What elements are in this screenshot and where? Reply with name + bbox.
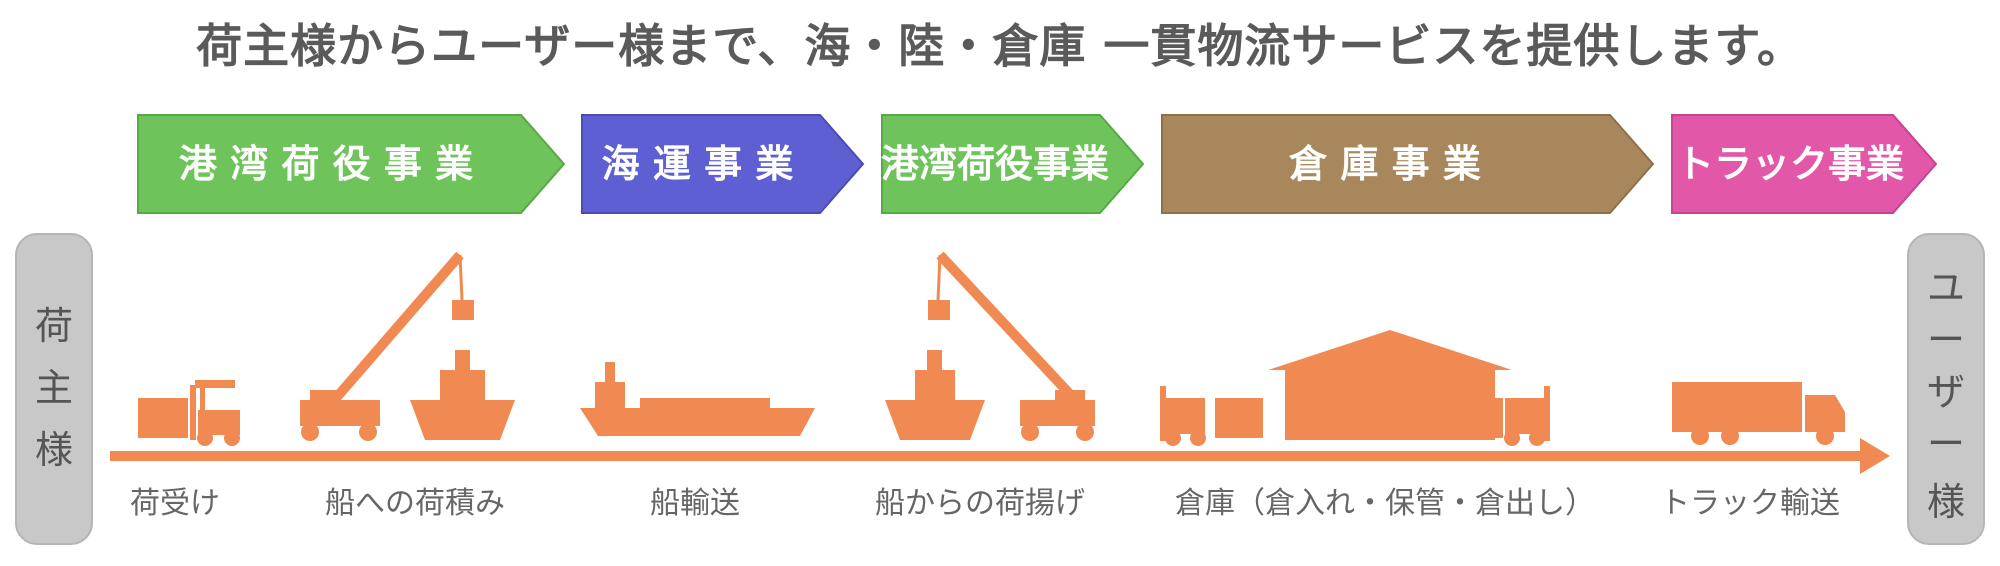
page-title: 荷主様からユーザー様まで、海・陸・倉庫 一貫物流サービスを提供します。 <box>196 19 1804 73</box>
banner-label: 港 湾 荷 役 事 業 <box>178 142 474 186</box>
step-label-unloading: 船からの荷揚げ <box>875 486 1085 521</box>
ship-crane-icon <box>885 251 1095 441</box>
crane-ship-icon <box>300 251 515 441</box>
truck-icon <box>1672 382 1845 445</box>
user-char: ー <box>1926 318 1965 362</box>
user-box: ユ ー ザ ー 様 <box>1907 233 1985 545</box>
user-char: ー <box>1926 422 1965 466</box>
step-label-warehouse: 倉庫（倉入れ・保管・倉出し） <box>1175 486 1595 521</box>
step-label-loading: 船への荷積み <box>325 486 505 521</box>
shipper-char: 様 <box>34 428 73 472</box>
banner-label: 海 運 事 業 <box>601 142 794 186</box>
banner-label: 倉 庫 事 業 <box>1289 142 1481 186</box>
shipper-box: 荷 主 様 <box>15 233 93 545</box>
step-label-receiving: 荷受け <box>130 486 220 521</box>
banner-port-handling-2: 港湾荷役事業 <box>880 113 1145 215</box>
step-label-truck-transport: トラック輸送 <box>1660 486 1840 521</box>
cargo-ship-icon <box>580 362 815 436</box>
forklift-icon <box>138 380 240 446</box>
banner-label: 港湾荷役事業 <box>880 142 1109 186</box>
flow-arrow <box>110 438 1890 474</box>
warehouse-icon <box>1160 330 1550 446</box>
user-char: 様 <box>1926 480 1965 524</box>
banner-label: トラック事業 <box>1675 142 1904 186</box>
shipper-char: 主 <box>34 366 73 410</box>
shipper-char: 荷 <box>34 304 73 348</box>
step-label-sea-transport: 船輸送 <box>650 486 740 521</box>
user-char: ユ <box>1926 266 1965 310</box>
user-char: ザ <box>1926 370 1965 414</box>
banner-port-handling-1: 港 湾 荷 役 事 業 <box>136 113 566 215</box>
banner-shipping: 海 運 事 業 <box>580 113 865 215</box>
banner-truck: トラック事業 <box>1670 113 1938 215</box>
banner-warehouse: 倉 庫 事 業 <box>1160 113 1655 215</box>
